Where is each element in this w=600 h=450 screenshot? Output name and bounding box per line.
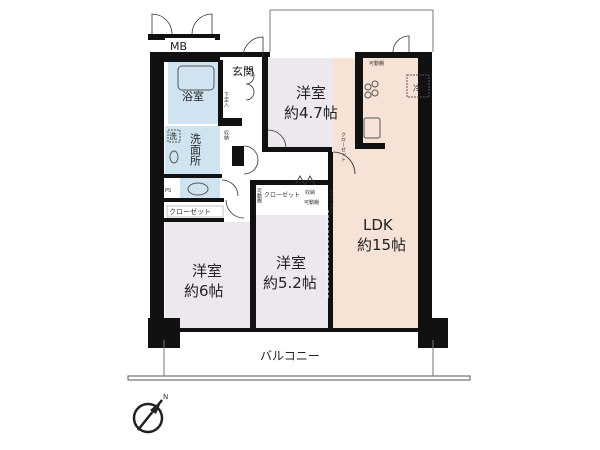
mb-label: MB — [170, 40, 187, 53]
bath-floor — [168, 62, 220, 124]
bathtub — [177, 65, 215, 91]
bath-label: 浴室 — [182, 89, 204, 103]
shelf-c-label: 可動棚 — [304, 199, 319, 206]
western-c-name: 洋室 — [276, 254, 306, 272]
balcony-railing — [127, 375, 471, 381]
washroom-label: 洗面所 — [189, 133, 202, 167]
fridge-label: 冷 — [413, 83, 421, 93]
ldk-size: 約15帖 — [357, 236, 406, 254]
washroom-storage-label: 収納 — [223, 129, 229, 141]
toilet — [187, 182, 209, 196]
kitchen-sink — [363, 117, 381, 139]
stove-icon — [364, 80, 379, 99]
closet-a-label: クローゼット — [340, 132, 346, 162]
doors — [151, 13, 410, 219]
balcony-label: バルコニー — [260, 349, 320, 363]
washer-label: 洗 — [169, 131, 177, 141]
ps-label: PS — [165, 188, 171, 194]
walls — [148, 34, 448, 348]
fridge-space — [406, 74, 430, 98]
shoe-storage-label: 下足入 — [223, 92, 229, 107]
shelf-a-label: 可動棚 — [369, 60, 384, 67]
washer-space — [167, 129, 181, 143]
svg-text:N: N — [163, 393, 168, 401]
western-b-size: 約6帖 — [184, 282, 224, 300]
western-b-name: 洋室 — [192, 262, 222, 280]
toilet-floor — [180, 178, 220, 200]
north-arrow-icon: N — [132, 393, 168, 434]
ldk-floor — [333, 58, 421, 330]
counter-label: カウンター — [328, 190, 334, 215]
closet-b-label: クローゼット — [169, 207, 211, 216]
entrance-label: 玄関 — [232, 64, 254, 78]
sink — [169, 150, 179, 164]
western-a-name: 洋室 — [296, 84, 326, 102]
western-c-floor — [255, 215, 328, 330]
ldk-name: LDK — [363, 216, 394, 234]
western-a-size: 約4.7帖 — [284, 104, 338, 122]
shelf-b-label: 可動棚 — [256, 188, 262, 204]
western-c-size: 約5.2帖 — [263, 274, 317, 292]
western-b-floor — [165, 222, 250, 330]
closet-c-label: クローゼット — [264, 191, 300, 199]
storage-label: 収納 — [305, 189, 315, 196]
